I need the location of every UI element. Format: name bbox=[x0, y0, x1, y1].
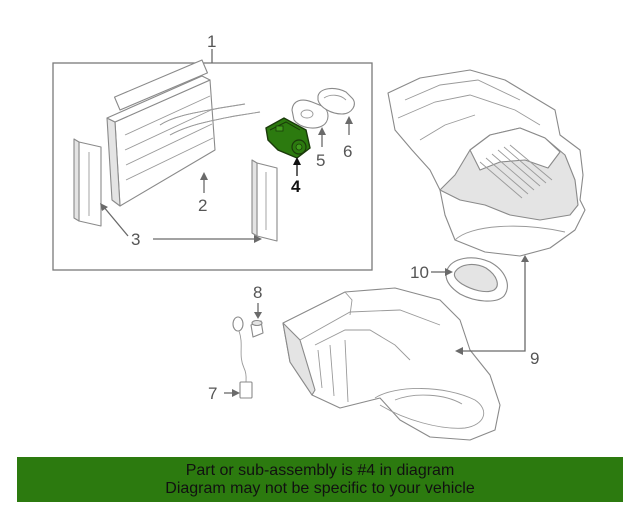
blower-housing bbox=[387, 69, 586, 257]
seal-left bbox=[73, 138, 102, 227]
callout-5: 5 bbox=[316, 151, 325, 170]
callout-7: 7 bbox=[208, 384, 217, 403]
callout-10: 10 bbox=[410, 263, 429, 282]
expansion-valve-highlighted bbox=[265, 117, 311, 159]
callout-4: 4 bbox=[291, 177, 301, 196]
temperature-sensor bbox=[232, 316, 253, 399]
arrow-6 bbox=[345, 116, 353, 124]
leader-3a bbox=[102, 205, 129, 237]
callout-6: 6 bbox=[343, 142, 352, 161]
arrow-9-lower bbox=[455, 347, 463, 355]
collar bbox=[445, 257, 508, 302]
arrow-10 bbox=[445, 268, 453, 276]
lower-housing bbox=[282, 287, 501, 441]
callout-9: 9 bbox=[530, 349, 539, 368]
callout-2: 2 bbox=[198, 196, 207, 215]
callout-1: 1 bbox=[207, 32, 216, 51]
banner-line-disclaimer: Diagram may not be specific to your vehi… bbox=[165, 480, 475, 497]
arrow-2 bbox=[200, 172, 208, 180]
gasket bbox=[291, 99, 329, 129]
arrow-5 bbox=[318, 127, 326, 135]
arrow-9-upper bbox=[521, 255, 529, 262]
callout-8: 8 bbox=[253, 283, 262, 302]
parts-diagram: 1 2 3 4 5 6 7 8 9 10 bbox=[52, 32, 586, 441]
info-banner: Part or sub-assembly is #4 in diagram Di… bbox=[17, 457, 623, 502]
arrow-3b bbox=[254, 235, 262, 243]
arrow-3a bbox=[100, 203, 108, 211]
seal-ring bbox=[317, 87, 355, 115]
evaporator-core bbox=[106, 59, 261, 207]
arrow-4 bbox=[293, 157, 301, 165]
arrow-7 bbox=[232, 389, 240, 397]
leader-9 bbox=[461, 262, 526, 352]
banner-line-part: Part or sub-assembly is #4 in diagram bbox=[185, 462, 455, 479]
seal-right bbox=[251, 159, 278, 242]
grommet bbox=[250, 319, 264, 338]
callout-3: 3 bbox=[131, 230, 140, 249]
arrow-8 bbox=[254, 312, 262, 319]
